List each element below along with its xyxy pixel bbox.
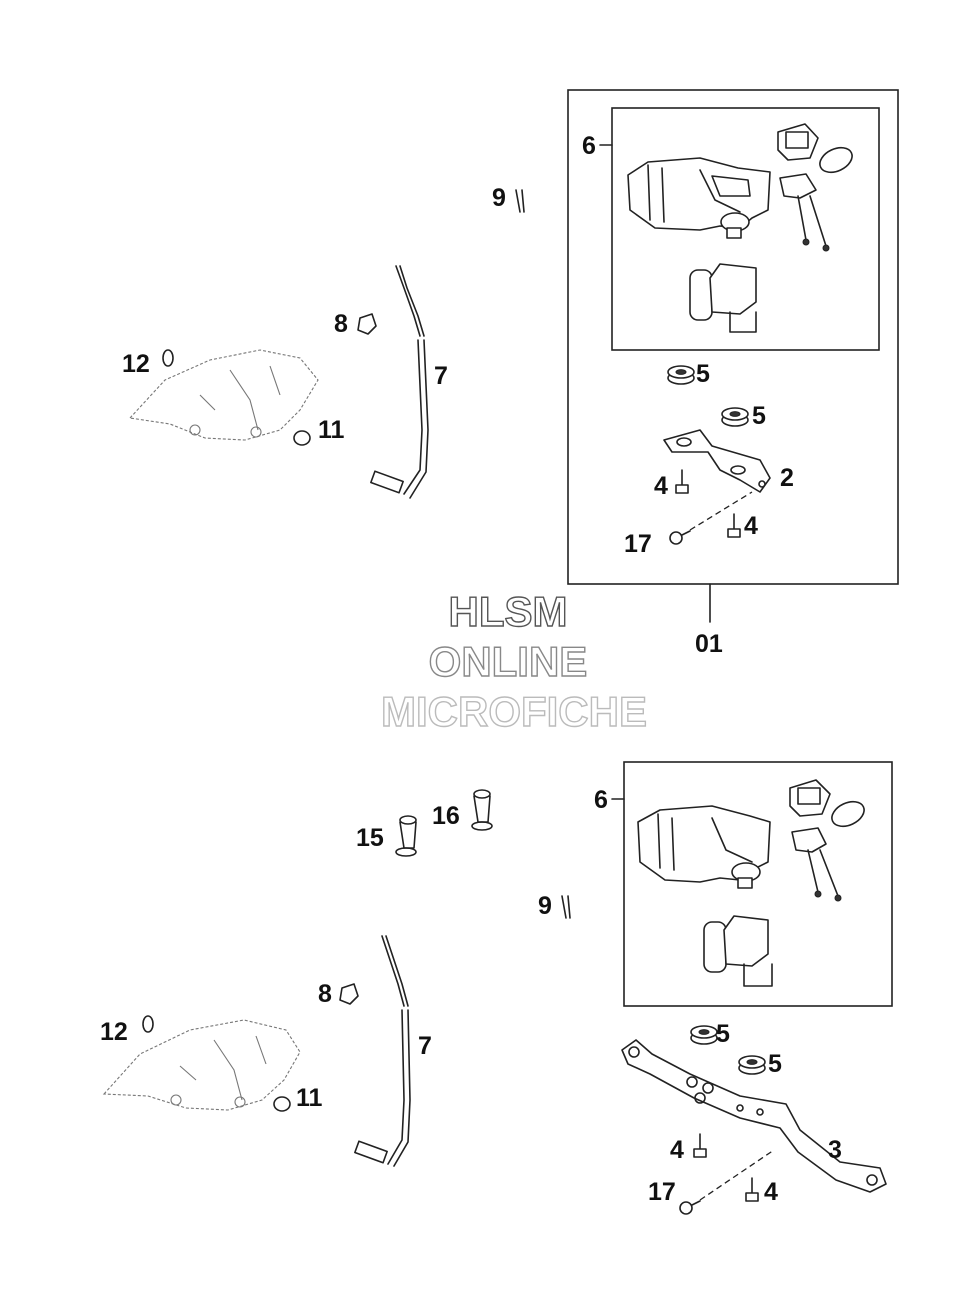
relay-top: [689, 263, 757, 333]
label-4b-top: 4: [744, 512, 758, 540]
label-9-bottom: 9: [538, 892, 552, 920]
grommet-11-bottom: [273, 1096, 291, 1112]
label-3-bottom: 3: [828, 1136, 842, 1164]
plug-15: [395, 815, 417, 857]
labels-bottom: 6 16 15 9 8 7 12 11 5 5 3 4 4 17: [100, 786, 842, 1206]
watermark-line1: HLSM: [449, 588, 568, 635]
screw-17-top: [669, 530, 691, 545]
washer-5a-bottom: [690, 1025, 718, 1045]
cable-7-top: [370, 265, 429, 499]
bracket-2-top: [663, 429, 771, 493]
connector-bottom: [791, 827, 842, 902]
dash-line-bottom: [699, 1149, 775, 1201]
gasket-top: [819, 146, 853, 174]
label-16: 16: [432, 802, 460, 830]
label-8-bottom: 8: [318, 980, 332, 1008]
connector-top: [779, 173, 830, 252]
label-5b-top: 5: [752, 402, 766, 430]
label-01: 01: [695, 630, 723, 658]
labels-top: 6 9 8 7 12 11 5 5 2 4 4 17 01: [122, 132, 794, 658]
gasket-bottom: [831, 800, 865, 828]
watermark-line2: ONLINE: [429, 638, 588, 685]
watermark: HLSM ONLINE MICROFICHE: [380, 587, 647, 735]
bolt-4b-bottom: [745, 1177, 759, 1202]
cover-12-top: [128, 349, 319, 441]
clip-8-top: [357, 313, 377, 335]
label-11-top: 11: [318, 416, 345, 444]
label-12-top: 12: [122, 350, 150, 378]
cover-12-bottom: [102, 1015, 301, 1111]
bottom-assembly: [102, 761, 893, 1215]
bracket-3-bottom: [621, 1039, 887, 1193]
label-17-bottom: 17: [648, 1178, 676, 1206]
display-bottom: [789, 779, 831, 817]
display-top: [777, 123, 819, 161]
label-8-top: 8: [334, 310, 348, 338]
watermark-line3: MICROFICHE: [381, 688, 647, 735]
bolt-4b-top: [727, 513, 741, 538]
label-6-top: 6: [582, 132, 596, 160]
label-5a-top: 5: [696, 360, 710, 388]
label-4b-bottom: 4: [764, 1178, 778, 1206]
label-7-top: 7: [434, 362, 448, 390]
bolt-4a-bottom: [693, 1133, 707, 1158]
switch-housing-top: [627, 157, 771, 239]
grommet-11-top: [293, 430, 311, 446]
dash-line-top: [689, 491, 753, 531]
label-6-bottom: 6: [594, 786, 608, 814]
bolt-4a-top: [675, 469, 689, 494]
label-2-top: 2: [780, 464, 794, 492]
label-15: 15: [356, 824, 384, 852]
kit-box-outer: [567, 89, 899, 585]
kit-box-inner: [611, 107, 880, 351]
label-17-top: 17: [624, 530, 652, 558]
label-5b-bottom: 5: [768, 1050, 782, 1078]
label-7-bottom: 7: [418, 1032, 432, 1060]
screw-17-bottom: [679, 1200, 701, 1215]
top-assembly: [128, 89, 899, 623]
washer-5b-top: [721, 407, 749, 427]
kit-box-bottom: [623, 761, 893, 1007]
label-4a-top: 4: [654, 472, 668, 500]
label-5a-bottom: 5: [716, 1020, 730, 1048]
label-9-top: 9: [492, 184, 506, 212]
clip-9-top: [515, 189, 525, 213]
switch-housing-bottom: [637, 805, 771, 889]
cable-7-bottom: [354, 935, 411, 1167]
clip-9-bottom: [561, 895, 571, 919]
label-4a-bottom: 4: [670, 1136, 684, 1164]
plug-16: [471, 789, 493, 831]
relay-bottom: [703, 915, 773, 987]
clip-8-bottom: [339, 983, 359, 1005]
washer-5b-bottom: [738, 1055, 766, 1075]
label-12-bottom: 12: [100, 1018, 128, 1046]
label-11-bottom: 11: [296, 1084, 323, 1112]
washer-5a-top: [667, 365, 695, 385]
